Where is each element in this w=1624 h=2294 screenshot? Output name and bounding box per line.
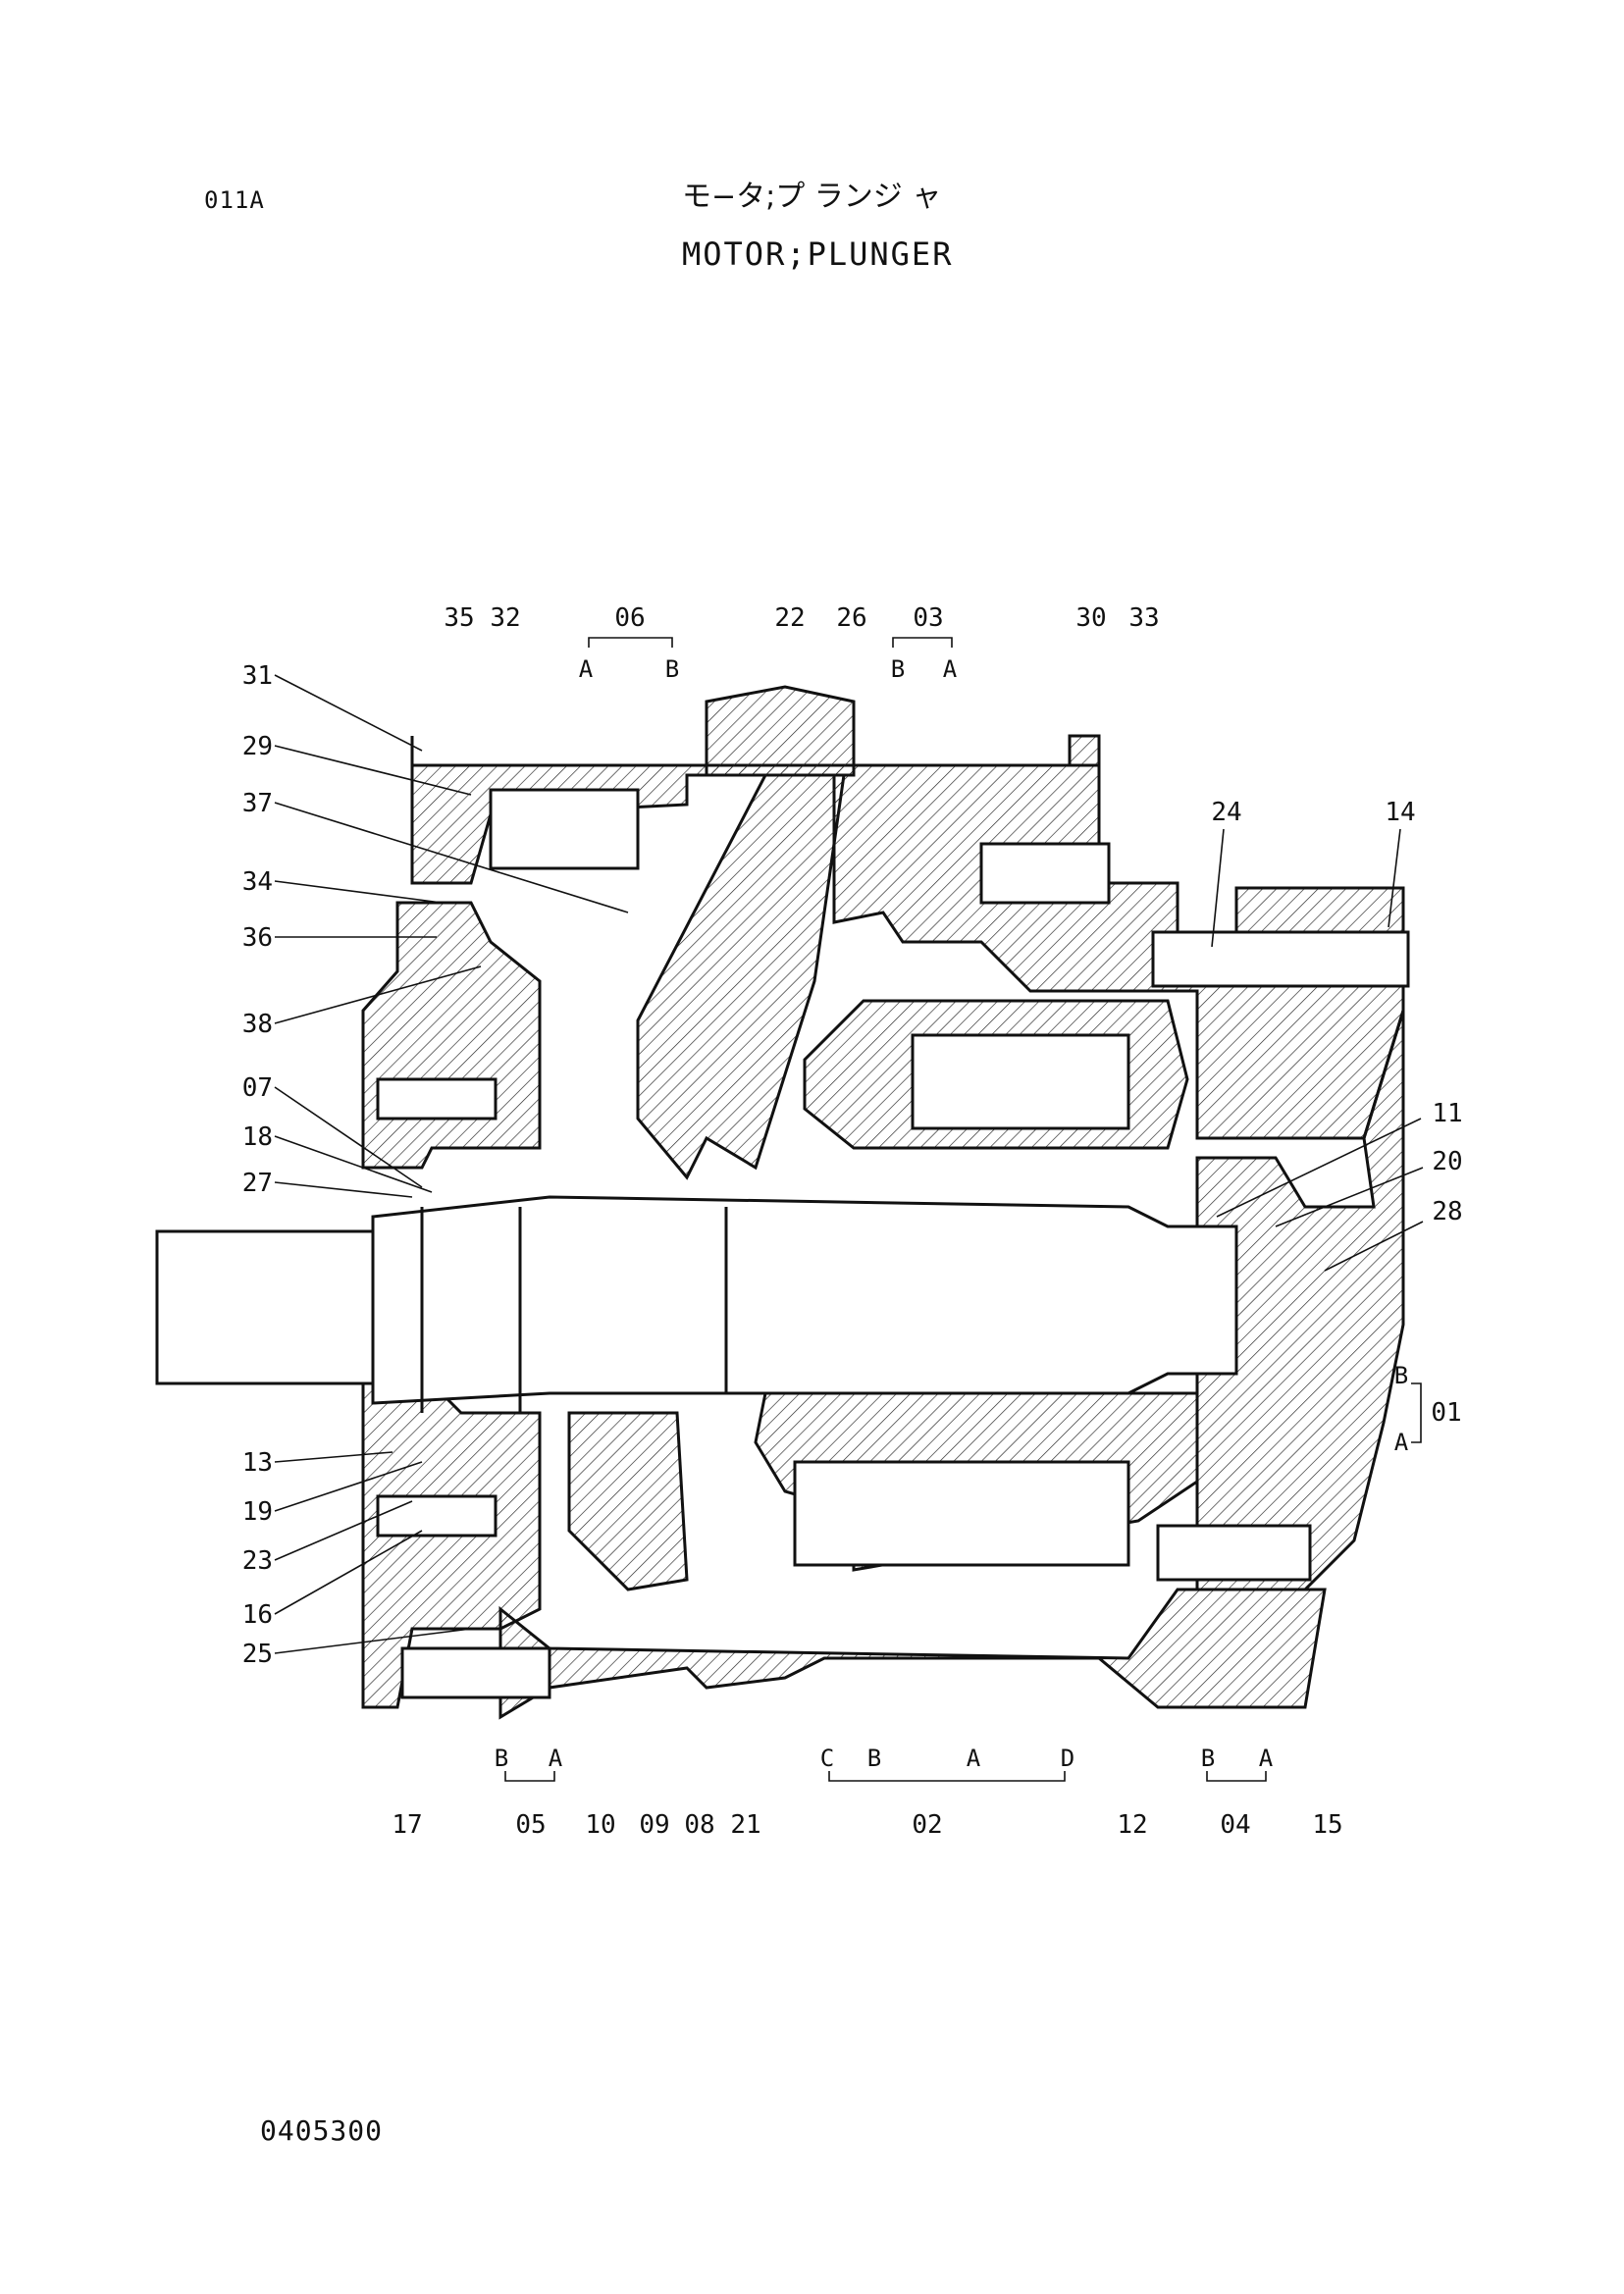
callout-38: 38 (242, 1010, 273, 1039)
callout-10: 10 (585, 1810, 615, 1840)
callout-29: 29 (242, 732, 273, 761)
callout-28: 28 (1432, 1197, 1462, 1226)
callout-23: 23 (242, 1546, 273, 1576)
callout-04: 04 (1220, 1810, 1250, 1840)
page-code: 011A (204, 186, 265, 214)
callout-37: 37 (242, 789, 273, 818)
sub-letter: B (891, 655, 905, 683)
callout-09: 09 (639, 1810, 669, 1840)
top-callouts: 35 32 06 22 26 03 30 33 (444, 603, 1159, 633)
sub-letter: B (495, 1745, 508, 1772)
callout-03: 03 (913, 603, 943, 633)
drawing-number: 0405300 (260, 2114, 384, 2147)
callout-25: 25 (242, 1640, 273, 1669)
sub-letter: A (1259, 1745, 1274, 1772)
bottom-callouts: 17 05 10 09 08 21 02 12 04 15 (392, 1810, 1342, 1840)
sub-letters: A B B A B A B A C B A D B A (495, 655, 1409, 1772)
sub-letter: D (1061, 1745, 1074, 1772)
callout-18: 18 (242, 1122, 273, 1152)
sub-letter: A (549, 1745, 563, 1772)
callout-07: 07 (242, 1073, 273, 1103)
callout-35: 35 (444, 603, 474, 633)
sub-letter: A (579, 655, 594, 683)
callout-32: 32 (490, 603, 520, 633)
callout-12: 12 (1117, 1810, 1147, 1840)
callout-05: 05 (515, 1810, 546, 1840)
sub-letter: B (1201, 1745, 1215, 1772)
sub-letter: B (665, 655, 679, 683)
callout-36: 36 (242, 923, 273, 953)
title-english: MOTOR;PLUNGER (682, 235, 954, 273)
sub-letter: A (1394, 1429, 1409, 1456)
callout-15: 15 (1312, 1810, 1342, 1840)
callout-16: 16 (242, 1600, 273, 1630)
shaft (155, 1195, 1238, 1413)
callout-27: 27 (242, 1169, 273, 1198)
callout-21: 21 (730, 1810, 760, 1840)
callout-33: 33 (1128, 603, 1159, 633)
sub-letter: B (867, 1745, 881, 1772)
left-callouts: 31 29 37 34 36 38 07 18 27 13 19 23 16 2… (242, 661, 273, 1669)
sub-letter: A (943, 655, 958, 683)
callout-02: 02 (912, 1810, 942, 1840)
callout-24: 24 (1211, 798, 1241, 827)
callout-26: 26 (836, 603, 866, 633)
callout-22: 22 (774, 603, 805, 633)
title-japanese: モ−タ;プ ランジ ャ (682, 180, 942, 214)
sub-letter: C (820, 1745, 834, 1772)
sub-letter: A (967, 1745, 981, 1772)
callout-31: 31 (242, 661, 273, 691)
leader-lines (274, 637, 1424, 1782)
callout-01: 01 (1431, 1398, 1461, 1428)
callout-17: 17 (392, 1810, 422, 1840)
right-callouts: 24 14 11 20 28 01 (1211, 798, 1462, 1428)
callout-30: 30 (1075, 603, 1106, 633)
callout-11: 11 (1432, 1099, 1462, 1128)
callout-19: 19 (242, 1497, 273, 1527)
callout-20: 20 (1432, 1147, 1462, 1176)
sub-letter: B (1394, 1362, 1408, 1389)
callout-34: 34 (242, 867, 273, 897)
callout-14: 14 (1385, 798, 1415, 827)
callout-08: 08 (684, 1810, 714, 1840)
pistons (376, 788, 1410, 1699)
callout-06: 06 (614, 603, 645, 633)
callout-13: 13 (242, 1448, 273, 1478)
